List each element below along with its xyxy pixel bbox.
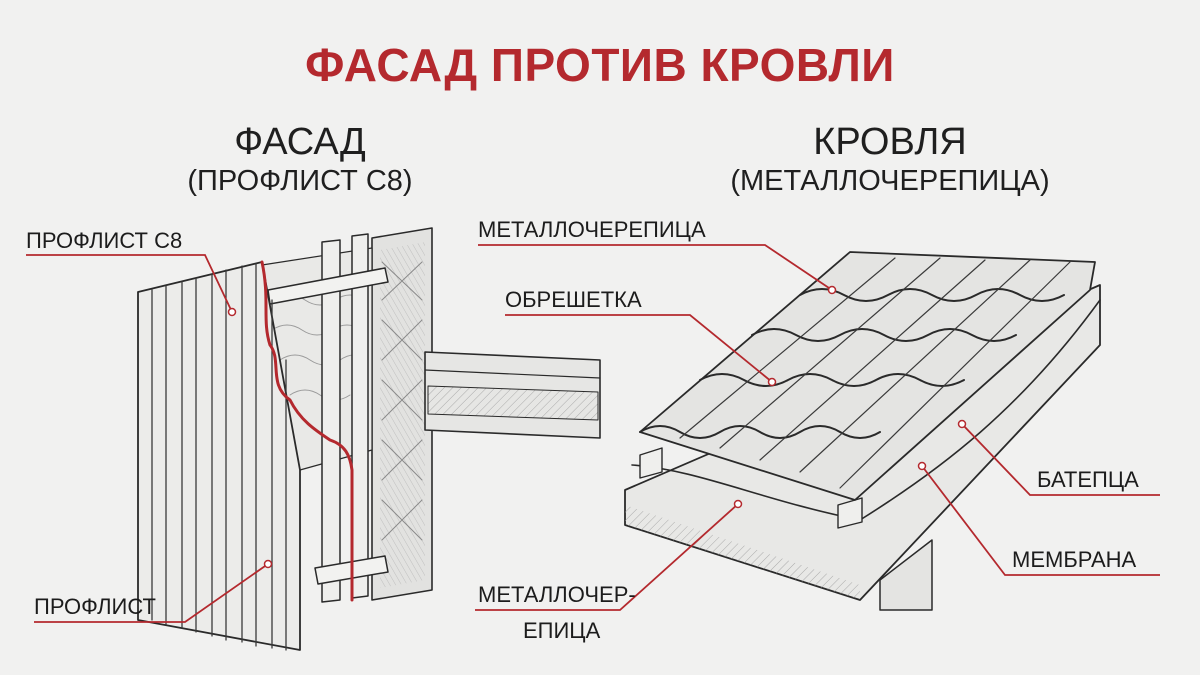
label-metal-tile-split-1: МЕТАЛЛОЧЕР- bbox=[478, 582, 636, 607]
facade-stud-1 bbox=[321, 239, 341, 603]
facade-heading-block: ФАСАД (ПРОФЛИСТ С8) bbox=[150, 120, 450, 198]
roof-heading: КРОВЛЯ bbox=[813, 121, 967, 163]
page-title: ФАСАД ПРОТИВ КРОВЛИ bbox=[305, 39, 895, 91]
facade-profiled-sheet bbox=[137, 261, 301, 651]
roof-batten-1 bbox=[639, 447, 663, 479]
facade-cut-edge bbox=[260, 260, 354, 602]
label-metal-tile: МЕТАЛЛОЧЕРЕПИЦА bbox=[478, 217, 706, 242]
roof-leaders bbox=[475, 244, 1160, 611]
roof-metal-tile-panel bbox=[639, 251, 1096, 501]
label-batten: ОБРЕШЕТКА bbox=[505, 287, 642, 312]
label-counter-batten: БАТЕПЦА bbox=[1037, 467, 1139, 492]
facade-drawing bbox=[137, 227, 601, 651]
facade-heading: ФАСАД bbox=[234, 121, 366, 163]
roof-subheading: (МЕТАЛЛОЧЕРЕПИЦА) bbox=[730, 165, 1050, 197]
facade-leaders bbox=[26, 254, 269, 623]
facade-subheading: (ПРОФЛИСТ С8) bbox=[187, 165, 413, 197]
label-proflist: ПРОФЛИСТ bbox=[34, 594, 156, 619]
label-metal-tile-split-2: ЕПИЦА bbox=[523, 618, 601, 643]
label-membrane: МЕМБРАНА bbox=[1012, 547, 1137, 572]
roof-drawing bbox=[624, 251, 1101, 611]
label-proflist-c8: ПРОФЛИСТ С8 bbox=[26, 228, 183, 253]
roof-membrane bbox=[631, 299, 1101, 521]
roof-post bbox=[879, 539, 933, 611]
roof-heading-block: КРОВЛЯ (МЕТАЛЛОЧЕРЕПИЦА) bbox=[700, 120, 1080, 198]
